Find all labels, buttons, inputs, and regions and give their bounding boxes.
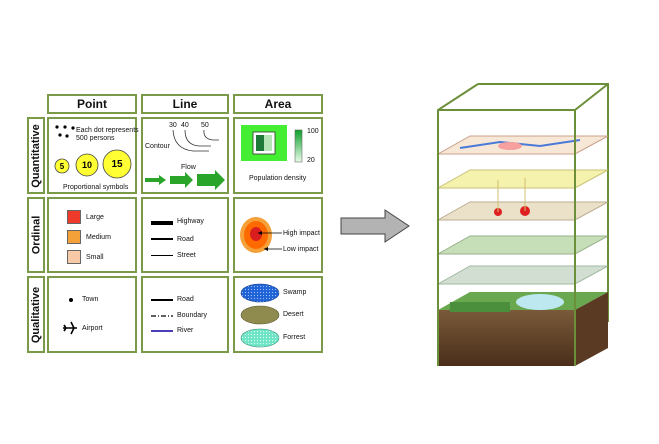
- river-line-symbol: [151, 330, 173, 332]
- cell-ordinal-point: Large Medium Small: [47, 197, 137, 273]
- label-airport: Airport: [82, 325, 103, 332]
- label-desert: Desert: [283, 311, 304, 318]
- label-river: River: [177, 327, 194, 334]
- proportional-circles: 5 10 15: [54, 149, 132, 179]
- label-medium: Medium: [86, 234, 111, 241]
- label-high-impact: High impact: [283, 230, 320, 237]
- layered-3d-map: [436, 83, 609, 366]
- terrain-side: [575, 292, 608, 366]
- proportional-caption: Proportional symbols: [63, 184, 129, 191]
- flow-label: Flow: [181, 164, 196, 171]
- layer-yellow: [436, 169, 609, 189]
- contour-value-40: 40: [181, 122, 189, 129]
- swatch-medium: [67, 230, 81, 244]
- swatch-small: [67, 250, 81, 264]
- forrest-symbol: [240, 328, 280, 348]
- circle-label-5: 5: [60, 162, 65, 171]
- highway-line-symbol: [151, 221, 173, 225]
- transition-arrow: [340, 209, 410, 243]
- label-highway: Highway: [177, 218, 204, 225]
- terrain-front: [438, 310, 575, 366]
- label-small: Small: [86, 254, 104, 261]
- town-dot-icon: [69, 298, 73, 302]
- street-line-symbol: [151, 255, 173, 256]
- cell-ordinal-line: Highway Road Street: [141, 197, 229, 273]
- header-area: Area: [233, 94, 323, 114]
- contour-label: Contour: [145, 143, 170, 150]
- circle-label-15: 15: [111, 159, 123, 170]
- label-forrest: Forrest: [283, 334, 306, 341]
- area-patterns: [240, 283, 280, 348]
- road-line-symbol: [151, 238, 173, 240]
- density-caption: Population density: [249, 175, 307, 182]
- dots-legend-line2: 500 persons: [76, 135, 115, 142]
- label-swamp: Swamp: [283, 289, 307, 296]
- density-legend-bar: [294, 129, 303, 163]
- swatch-large: [67, 210, 81, 224]
- header-line: Line: [141, 94, 229, 114]
- cell-quantitative-line: 30 40 50 Contour Flow: [141, 117, 229, 194]
- row-label-qualitative: Qualitative: [27, 276, 45, 353]
- cell-quantitative-area: 100 20 Population density: [233, 117, 323, 194]
- row-label-quantitative: Quantitative: [27, 117, 45, 194]
- cell-quantitative-point: Each dot represents 500 persons 5 10 15 …: [47, 117, 139, 194]
- qual-road-line-symbol: [151, 299, 173, 301]
- density-legend-max: 100: [307, 128, 319, 135]
- density-legend-min: 20: [307, 157, 315, 164]
- contour-lines: [172, 129, 219, 152]
- boundary-line-symbol: [151, 315, 173, 317]
- contour-value-50: 50: [201, 122, 209, 129]
- label-road: Road: [177, 236, 194, 243]
- contour-value-30: 30: [169, 122, 177, 129]
- label-street: Street: [177, 252, 196, 259]
- swamp-symbol: [240, 283, 280, 303]
- airplane-icon: [63, 321, 77, 335]
- dots-legend-line1: Each dot represents: [76, 127, 139, 134]
- layer-green: [436, 235, 609, 255]
- circle-label-10: 10: [82, 160, 92, 170]
- cell-qualitative-line: Road Boundary River: [141, 276, 229, 353]
- label-town: Town: [82, 296, 99, 303]
- flow-arrows: [145, 170, 225, 190]
- column-title-line: Line: [172, 97, 198, 111]
- column-title-area: Area: [264, 97, 292, 111]
- row-label-ordinal: Ordinal: [27, 197, 45, 273]
- dot-symbols: [55, 125, 75, 138]
- column-title-point: Point: [77, 97, 107, 111]
- impact-zones: [240, 217, 282, 253]
- label-qual-road: Road: [177, 296, 194, 303]
- label-boundary: Boundary: [177, 312, 207, 319]
- cell-qualitative-area: Swamp Desert Forrest: [233, 276, 323, 353]
- label-low-impact: Low impact: [283, 246, 319, 253]
- label-large: Large: [86, 214, 104, 221]
- header-point: Point: [47, 94, 137, 114]
- cell-qualitative-point: Town Airport: [47, 276, 137, 353]
- desert-symbol: [240, 305, 280, 325]
- layer-network: [436, 265, 609, 285]
- population-density-map: [241, 125, 287, 161]
- cell-ordinal-area: High impact Low impact: [233, 197, 323, 273]
